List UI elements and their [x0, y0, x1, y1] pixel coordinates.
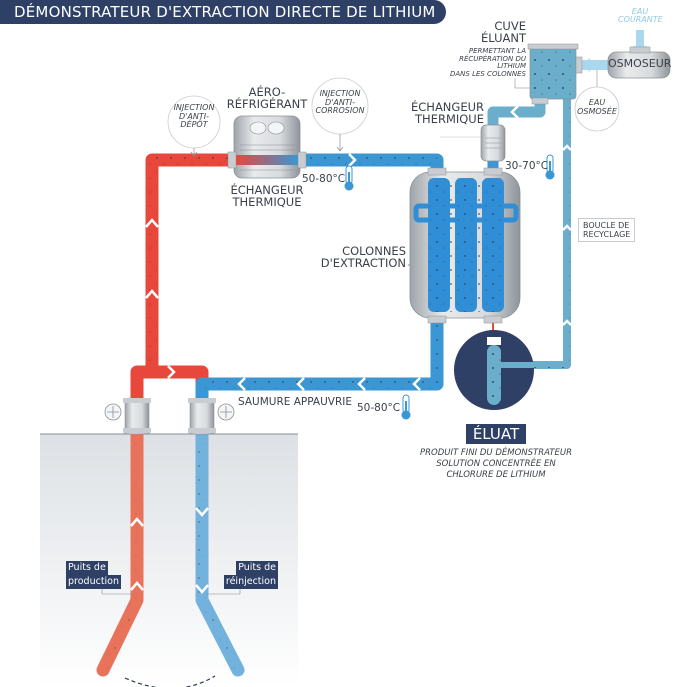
eau-courante-line1: EAU: [631, 7, 649, 16]
diagram-title: DÉMONSTRATEUR D'EXTRACTION DIRECTE DE LI…: [14, 3, 436, 21]
eluat-collector: [454, 323, 534, 410]
puits-production-label: Puits de production: [64, 560, 125, 590]
eluat-desc1: PRODUIT FINI DU DÉMONSTRATEUR: [420, 448, 572, 458]
underground-flow-arc: [124, 675, 216, 687]
osmosis-water-arrow: [582, 58, 590, 72]
injection-anti-depot-label: INJECTION D'ANTI- DÉPÔT: [170, 103, 218, 130]
puits-reinjection-label: Puits de réinjection: [216, 560, 280, 590]
reinjection-wellhead: [188, 398, 235, 435]
echangeur-thermique-label-2: ÉCHANGEUR THERMIQUE: [402, 101, 484, 126]
puits-reinj-line2: réinjection: [223, 575, 278, 589]
anti-depot-line1: INJECTION: [173, 103, 215, 112]
cuve-eluant-label: CUVE ÉLUANT: [470, 20, 526, 45]
anti-depot-line3: DÉPÔT: [180, 120, 208, 130]
boucle-recyclage-label: BOUCLE DE RECYCLAGE: [578, 218, 636, 243]
echangeur1-line2: THERMIQUE: [232, 195, 302, 210]
thermometer-icon-1: [344, 165, 354, 191]
hot-brine-bypass: [137, 365, 209, 388]
puits-prod-line1: Puits de: [66, 561, 108, 575]
echangeur2-line1: ÉCHANGEUR: [411, 100, 484, 114]
aero-refrigerant-unit: [227, 115, 307, 179]
production-wellhead: [104, 398, 151, 435]
osmoseur-unit: [607, 46, 671, 79]
colonnes-extraction-label: COLONNES D'EXTRACTION: [312, 245, 406, 270]
eluat-desc3: CHLORURE DE LITHIUM: [446, 470, 546, 481]
anti-corrosion-line1: INJECTION: [319, 89, 361, 98]
temperature-after-echangeur: 30-70°C: [505, 160, 549, 172]
echangeur2-line2: THERMIQUE: [415, 112, 484, 127]
aero-line2: RÉFRIGÉRANT: [226, 97, 308, 112]
puits-reinj-line1: Puits de: [236, 561, 278, 575]
eluat-description: PRODUIT FINI DU DÉMONSTRATEUR SOLUTION C…: [406, 448, 586, 481]
injection-anti-corrosion-label: INJECTION D'ANTI- CORROSION: [312, 89, 368, 116]
extraction-columns-vessel: [409, 167, 521, 324]
colonnes-line2: D'EXTRACTION: [320, 256, 406, 271]
eluat-label: ÉLUAT: [466, 424, 526, 444]
temperature-saumure: 50-80°C: [357, 402, 401, 414]
puits-prod-line2: production: [66, 575, 122, 589]
aero-refrigerant-label: AÉRO- RÉFRIGÉRANT: [224, 86, 310, 111]
eau-osmosee-line2: OSMOSÉE: [577, 106, 617, 116]
anti-corrosion-line3: CORROSION: [315, 106, 365, 116]
eau-courante-label: EAU COURANTE: [618, 7, 663, 25]
eluat-desc2: SOLUTION CONCENTRÉE EN: [436, 459, 556, 470]
title-bar: DÉMONSTRATEUR D'EXTRACTION DIRECTE DE LI…: [0, 0, 446, 24]
thermometer-icon-3: [401, 394, 411, 420]
aero-line1: AÉRO-: [248, 85, 286, 99]
flow-chevrons: [130, 105, 572, 594]
cuve-desc3: DANS LES COLONNES: [449, 69, 526, 78]
cuve-eluant-description: PERMETTANT LA RÉCUPÉRATION DU LITHIUM DA…: [430, 47, 526, 78]
echangeur-thermique-unit: [440, 124, 506, 162]
anti-depot-line2: D'ANTI-: [179, 111, 209, 121]
echangeur1-line1: ÉCHANGEUR: [230, 183, 304, 197]
cuve-line2: ÉLUANT: [480, 31, 526, 46]
eau-osmosee-line1: EAU: [588, 98, 606, 107]
colonnes-line1: COLONNES: [342, 244, 406, 258]
ground: [40, 434, 298, 687]
cuve-eluant-tank: [514, 43, 583, 105]
boucle-line2: RECYCLAGE: [583, 230, 631, 240]
cuve-desc1: PERMETTANT LA: [468, 47, 526, 55]
saumure-appauvrie-label: SAUMURE APPAUVRIE: [238, 396, 352, 408]
anti-corrosion-line2: D'ANTI-: [325, 97, 355, 107]
echangeur-thermique-label-1: ÉCHANGEUR THERMIQUE: [222, 184, 312, 209]
osmoseur-label: OSMOSEUR: [608, 57, 672, 70]
eau-courante-line2: COURANTE: [618, 15, 663, 25]
boucle-line1: BOUCLE DE: [583, 221, 630, 230]
temperature-after-aero: 50-80°C: [302, 173, 346, 185]
eau-osmosee-label: EAU OSMOSÉE: [577, 98, 617, 116]
cuve-line1: CUVE: [494, 19, 526, 33]
thermometer-icon-2: [545, 154, 555, 180]
cuve-desc2: RÉCUPÉRATION DU LITHIUM: [459, 54, 526, 71]
